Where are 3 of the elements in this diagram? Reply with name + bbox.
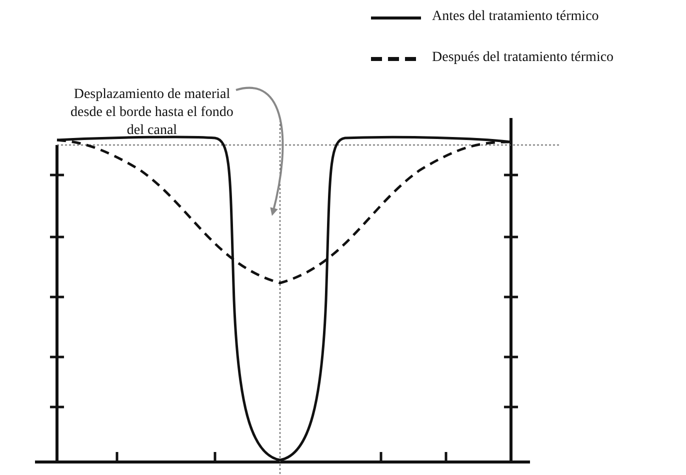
- annotation-text: Desplazamiento de material desde el borde hasta el fondo del canal: [70, 86, 234, 140]
- legend-label: Después del tratamiento térmico: [432, 50, 614, 66]
- legend-label: Antes del tratamiento térmico: [432, 9, 599, 25]
